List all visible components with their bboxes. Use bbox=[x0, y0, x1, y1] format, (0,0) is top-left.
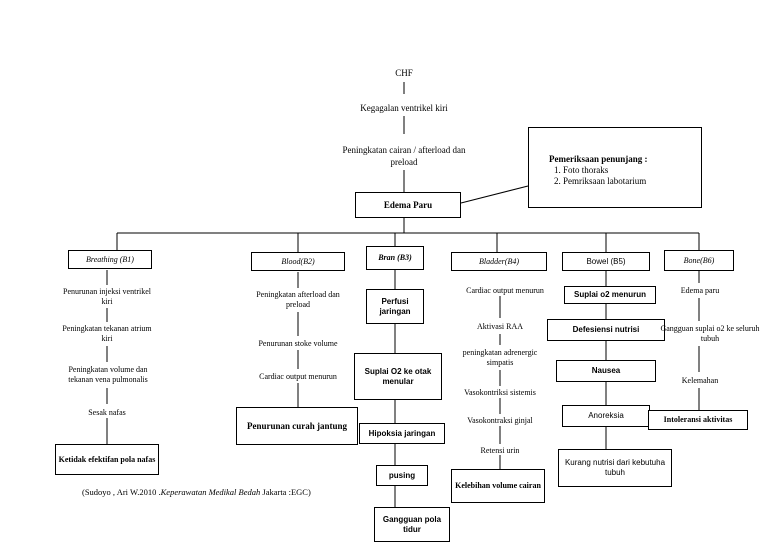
b4-node-4: Vasokontriksi sistemis bbox=[464, 388, 536, 397]
chain-node-1: Kegagalan ventrikel kiri bbox=[360, 103, 448, 113]
b6-node-3: Kelemahan bbox=[681, 376, 719, 385]
b3-node-3-box: Hipoksia jaringan bbox=[359, 423, 445, 444]
exam-item: Foto thoraks bbox=[563, 165, 693, 176]
b4-final-box: Kelebihan volume cairan bbox=[451, 469, 545, 503]
b1-node-1: Penurunan injeksi ventrikel kiri bbox=[63, 287, 151, 306]
b5-node-3-box: Nausea bbox=[556, 360, 656, 382]
b2-node-1: Peningkatan afterload dan preload bbox=[256, 290, 340, 309]
exam-item: Pemriksaan labotarium bbox=[563, 176, 693, 187]
b5-node-1-box: Suplai o2 menurun bbox=[564, 286, 656, 304]
b4-node-3: peningkatan adrenergic simpatis bbox=[462, 348, 538, 367]
citation-suffix: Jakarta :EGC) bbox=[260, 487, 311, 497]
center-node-box: Edema Paru bbox=[355, 192, 461, 218]
b1-final-box: Ketidak efektifan pola nafas bbox=[55, 444, 159, 475]
b4-node-5: Vasokontraksi ginjal bbox=[467, 416, 533, 425]
b3-final-box: Gangguan pola tidur bbox=[374, 507, 450, 542]
branch-header-b2: Blood(B2) bbox=[251, 252, 345, 271]
b5-final-box: Kurang nutrisi dari kebutuha tubuh bbox=[558, 449, 672, 487]
root-node: CHF bbox=[395, 68, 413, 78]
b4-node-1: Cardiac output menurun bbox=[466, 286, 544, 295]
b4-node-6: Retensi urin bbox=[480, 446, 520, 455]
branch-header-b1: Breathing (B1) bbox=[68, 250, 152, 269]
exam-box: Pemeriksaan penunjang : Foto thoraks Pem… bbox=[528, 127, 702, 208]
b2-node-2: Penurunan stoke volume bbox=[258, 339, 338, 348]
citation-title: Keperawatan Medikal Bedah bbox=[160, 487, 261, 497]
b6-node-2: Gangguan suplai o2 ke seluruh tubuh bbox=[660, 324, 760, 343]
chain-node-2: Peningkatan cairan / afterload dan prelo… bbox=[342, 145, 466, 167]
citation-prefix: (Sudoyo , Ari W.2010 . bbox=[82, 487, 161, 497]
connector bbox=[460, 185, 529, 204]
b1-node-4: Sesak nafas bbox=[88, 408, 126, 417]
b3-node-4-box: pusing bbox=[376, 465, 428, 486]
branch-header-b6: Bone(B6) bbox=[664, 250, 734, 271]
b1-node-2: Peningkatan tekanan atrium kiri bbox=[62, 324, 152, 343]
branch-header-b3: Bran (B3) bbox=[366, 246, 424, 270]
b2-node-3: Cardiac output menurun bbox=[259, 372, 337, 381]
b3-node-2-box: Suplai O2 ke otak menular bbox=[354, 353, 442, 400]
b6-node-1: Edema paru bbox=[680, 286, 720, 295]
b6-final-box: Intoleransi aktivitas bbox=[648, 410, 748, 430]
b1-node-3: Peningkatan volume dan tekanan vena pulm… bbox=[68, 365, 148, 384]
branch-header-b4: Bladder(B4) bbox=[451, 252, 547, 271]
b3-node-1-box: Perfusi jaringan bbox=[366, 289, 424, 324]
b2-final-box: Penurunan curah jantung bbox=[236, 407, 358, 445]
citation: (Sudoyo , Ari W.2010 .Keperawatan Medika… bbox=[82, 487, 362, 497]
b4-node-2: Aktivasi RAA bbox=[477, 322, 523, 331]
branch-header-b5: Bowel (B5) bbox=[562, 252, 650, 271]
b5-node-4-box: Anoreksia bbox=[562, 405, 650, 427]
b5-node-2-box: Defesiensi nutrisi bbox=[547, 319, 665, 341]
exam-title: Pemeriksaan penunjang : bbox=[549, 154, 648, 164]
